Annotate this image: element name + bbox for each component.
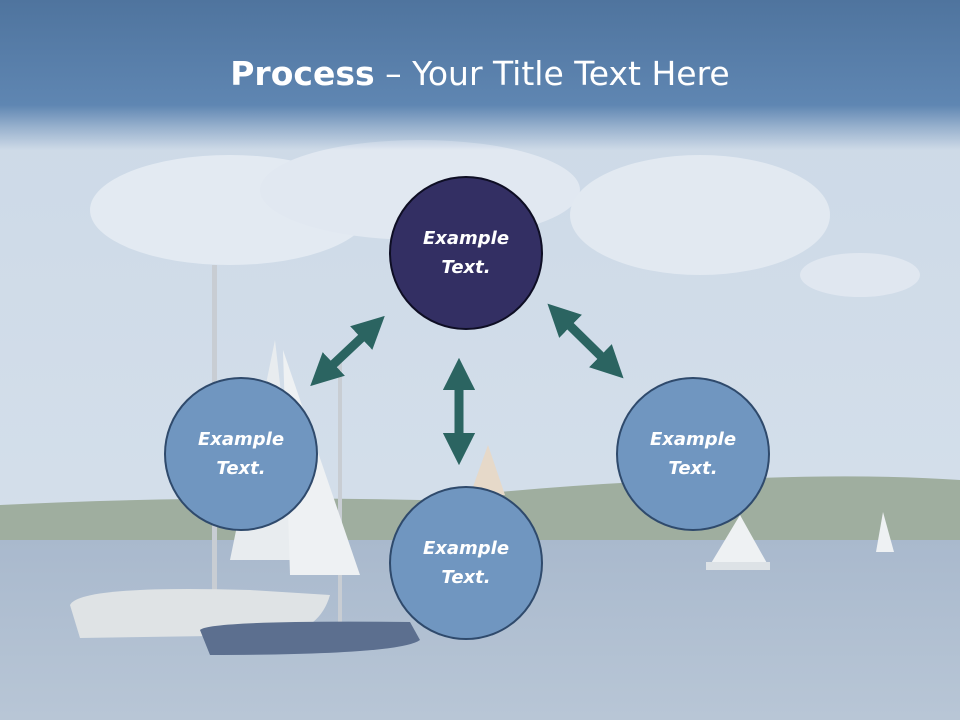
title-bold: Process bbox=[230, 54, 375, 93]
node-right-text: Example Text. bbox=[649, 429, 737, 479]
node-top: Example Text. bbox=[389, 176, 543, 330]
node-right: Example Text. bbox=[616, 377, 770, 531]
node-left: Example Text. bbox=[164, 377, 318, 531]
slide-title: Process – Your Title Text Here bbox=[0, 52, 960, 96]
node-top-text: Example Text. bbox=[422, 228, 510, 278]
node-left-text: Example Text. bbox=[197, 429, 285, 479]
node-bottom: Example Text. bbox=[389, 486, 543, 640]
title-bar bbox=[0, 0, 960, 150]
title-rest: – Your Title Text Here bbox=[374, 54, 730, 93]
node-bottom-text: Example Text. bbox=[422, 538, 510, 588]
